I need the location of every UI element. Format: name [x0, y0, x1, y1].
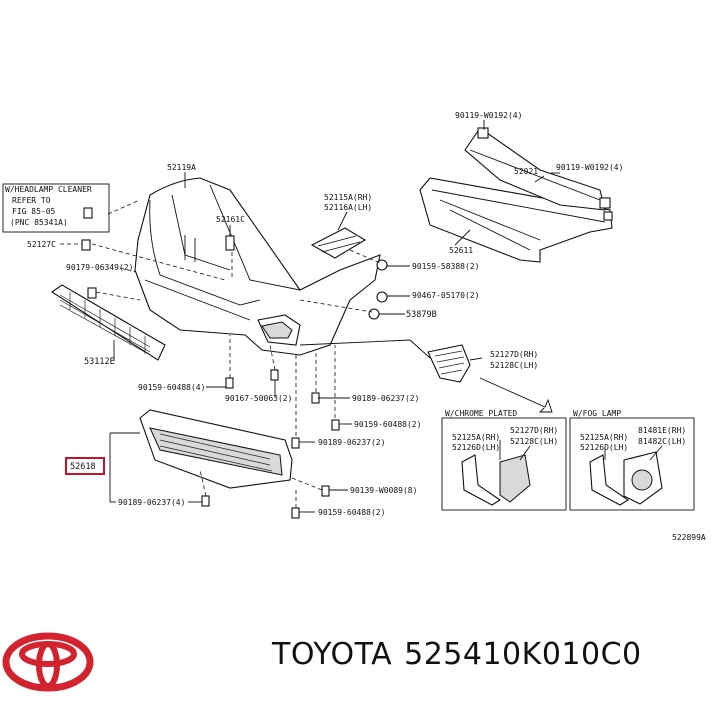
label-52125A-chrome: 52125A(RH): [452, 433, 500, 442]
label-52127D-chrome: 52127D(RH): [510, 426, 558, 435]
side-bracket: [310, 227, 367, 259]
label-52127D: 52127D(RH): [490, 350, 538, 359]
toyota-logo-icon: [2, 632, 94, 692]
label-90159-60488-2a: 90159-60488(2): [354, 420, 421, 429]
label-90119-top: 90119-W0192(4): [455, 111, 522, 120]
label-90189-bottom: 90189-06237(4): [118, 498, 185, 507]
label-81481E: 81481E(RH): [638, 426, 686, 435]
product-caption: TOYOTA 525410K010C0: [272, 637, 654, 672]
part-number: 525410K010C0: [404, 637, 642, 672]
label-90119-right: 90119-W0192(4): [556, 163, 623, 172]
label-52119A: 52119A: [167, 163, 196, 172]
label-52611: 52611: [449, 246, 473, 255]
part-labels: 52119A 52161C 52115A(RH) 52116A(LH) 5202…: [5, 111, 706, 542]
label-90139: 90139-W0089(8): [350, 486, 417, 495]
label-90179: 90179-06349(2): [66, 263, 133, 272]
lower-grille: [51, 284, 166, 361]
label-headlamp-1: W/HEADLAMP CLEANER: [5, 185, 92, 194]
label-90159-60488-4: 90159-60488(4): [138, 383, 205, 392]
label-headlamp-2: REFER TO: [12, 196, 51, 205]
label-headlamp-3: FIG 85-05: [12, 207, 56, 216]
label-fog-lamp: W/FOG LAMP: [573, 409, 621, 418]
label-headlamp-4: (PNC 85341A): [10, 218, 68, 227]
label-52128C-chrome: 52128C(LH): [510, 437, 558, 446]
label-90159-60488-2b: 90159-60488(2): [318, 508, 385, 517]
lower-spoiler: [139, 409, 293, 489]
label-chrome-plated: W/CHROME PLATED: [445, 409, 517, 418]
label-53112E: 53112E: [84, 357, 115, 367]
label-52125A-fog: 52125A(RH): [580, 433, 628, 442]
label-52126D-fog: 52126D(LH): [580, 443, 628, 452]
label-90467: 90467-05170(2): [412, 291, 479, 300]
label-52126D-chrome: 52126D(LH): [452, 443, 500, 452]
parts-diagram: 52119A 52161C 52115A(RH) 52116A(LH) 5202…: [2, 111, 706, 542]
label-52127C: 52127C: [27, 240, 56, 249]
bezel-chrome: [461, 454, 531, 506]
label-90159-58388: 90159-58388(2): [412, 262, 479, 271]
highlight-box: [65, 457, 105, 475]
label-52021: 52021: [514, 167, 538, 176]
brand-name: TOYOTA: [272, 637, 393, 672]
bumper-cover: [134, 177, 381, 356]
label-53879B: 53879B: [406, 310, 437, 320]
label-90189-top: 90189-06237(2): [352, 394, 419, 403]
label-52115A: 52115A(RH): [324, 193, 372, 202]
label-52128C: 52128C(LH): [490, 361, 538, 370]
label-81482C: 81482C(LH): [638, 437, 686, 446]
fasteners: [81, 207, 388, 519]
label-52161C: 52161C: [216, 215, 245, 224]
bezel-fog: [589, 451, 663, 506]
leader-lines: [60, 172, 663, 513]
label-90167: 90167-50063(2): [225, 394, 292, 403]
label-90189-mid: 90189-06237(2): [318, 438, 385, 447]
label-52618: 52618: [70, 462, 96, 472]
bumper-reinforcement: [419, 127, 613, 263]
bezel-side: [427, 344, 471, 383]
label-ref-number: 522899A: [672, 533, 706, 542]
label-52116A: 52116A(LH): [324, 203, 372, 212]
